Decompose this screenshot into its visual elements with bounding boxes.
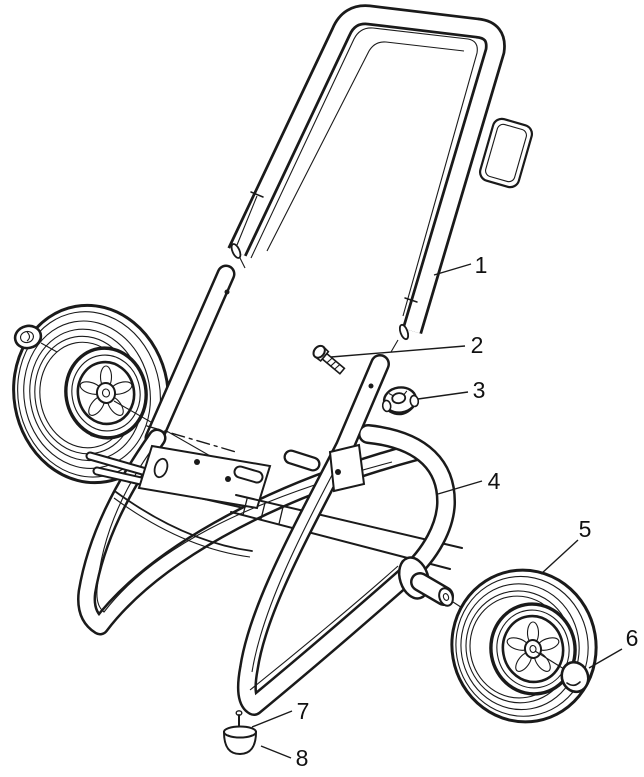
right-wheel-hub <box>489 602 577 696</box>
tube-step-left <box>250 191 264 198</box>
callout-7: 7 <box>251 698 310 728</box>
handle-grip-pad <box>478 117 534 189</box>
handle-frame <box>227 4 506 353</box>
mount-plate <box>137 444 272 510</box>
callout-label-5: 5 <box>579 516 592 542</box>
left-axle-cap <box>13 324 58 353</box>
bolt <box>312 344 346 375</box>
foot-pin <box>235 710 243 729</box>
callout-label-8: 8 <box>296 745 309 771</box>
bracket-hole <box>335 469 341 475</box>
axle-boss <box>397 556 454 607</box>
callout-label-6: 6 <box>626 625 639 651</box>
callout-8: 8 <box>260 745 309 771</box>
grip-sleeve-line <box>236 195 258 246</box>
plate-hole <box>225 476 231 482</box>
tube-end-right <box>398 323 410 341</box>
post-hole <box>224 289 230 295</box>
callout-label-1: 1 <box>475 252 488 278</box>
callouts: 1 2 3 4 5 6 7 8 <box>251 252 639 771</box>
foot-cap <box>222 725 258 756</box>
callout-2: 2 <box>330 332 484 358</box>
left-wheel-hub <box>64 346 148 440</box>
left-post <box>144 264 236 448</box>
plate-hole <box>194 459 200 465</box>
right-leg <box>236 354 456 716</box>
tube-step-right <box>404 297 418 303</box>
right-bracket <box>328 443 366 493</box>
knob <box>381 386 420 416</box>
callout-6: 6 <box>588 625 639 669</box>
support-strap <box>115 491 253 552</box>
callout-label-3: 3 <box>473 377 486 403</box>
hidden-axle-line <box>146 425 237 453</box>
callout-label-2: 2 <box>471 332 484 358</box>
cap-axis-line <box>534 650 565 670</box>
callout-label-4: 4 <box>488 468 501 494</box>
callout-1: 1 <box>433 252 488 278</box>
tube-end-left <box>230 243 242 259</box>
callout-3: 3 <box>417 377 486 403</box>
post-hole <box>368 383 374 389</box>
callout-4: 4 <box>437 468 501 495</box>
callout-5: 5 <box>540 516 592 575</box>
callout-label-7: 7 <box>297 698 310 724</box>
right-axle-cap <box>560 660 590 694</box>
